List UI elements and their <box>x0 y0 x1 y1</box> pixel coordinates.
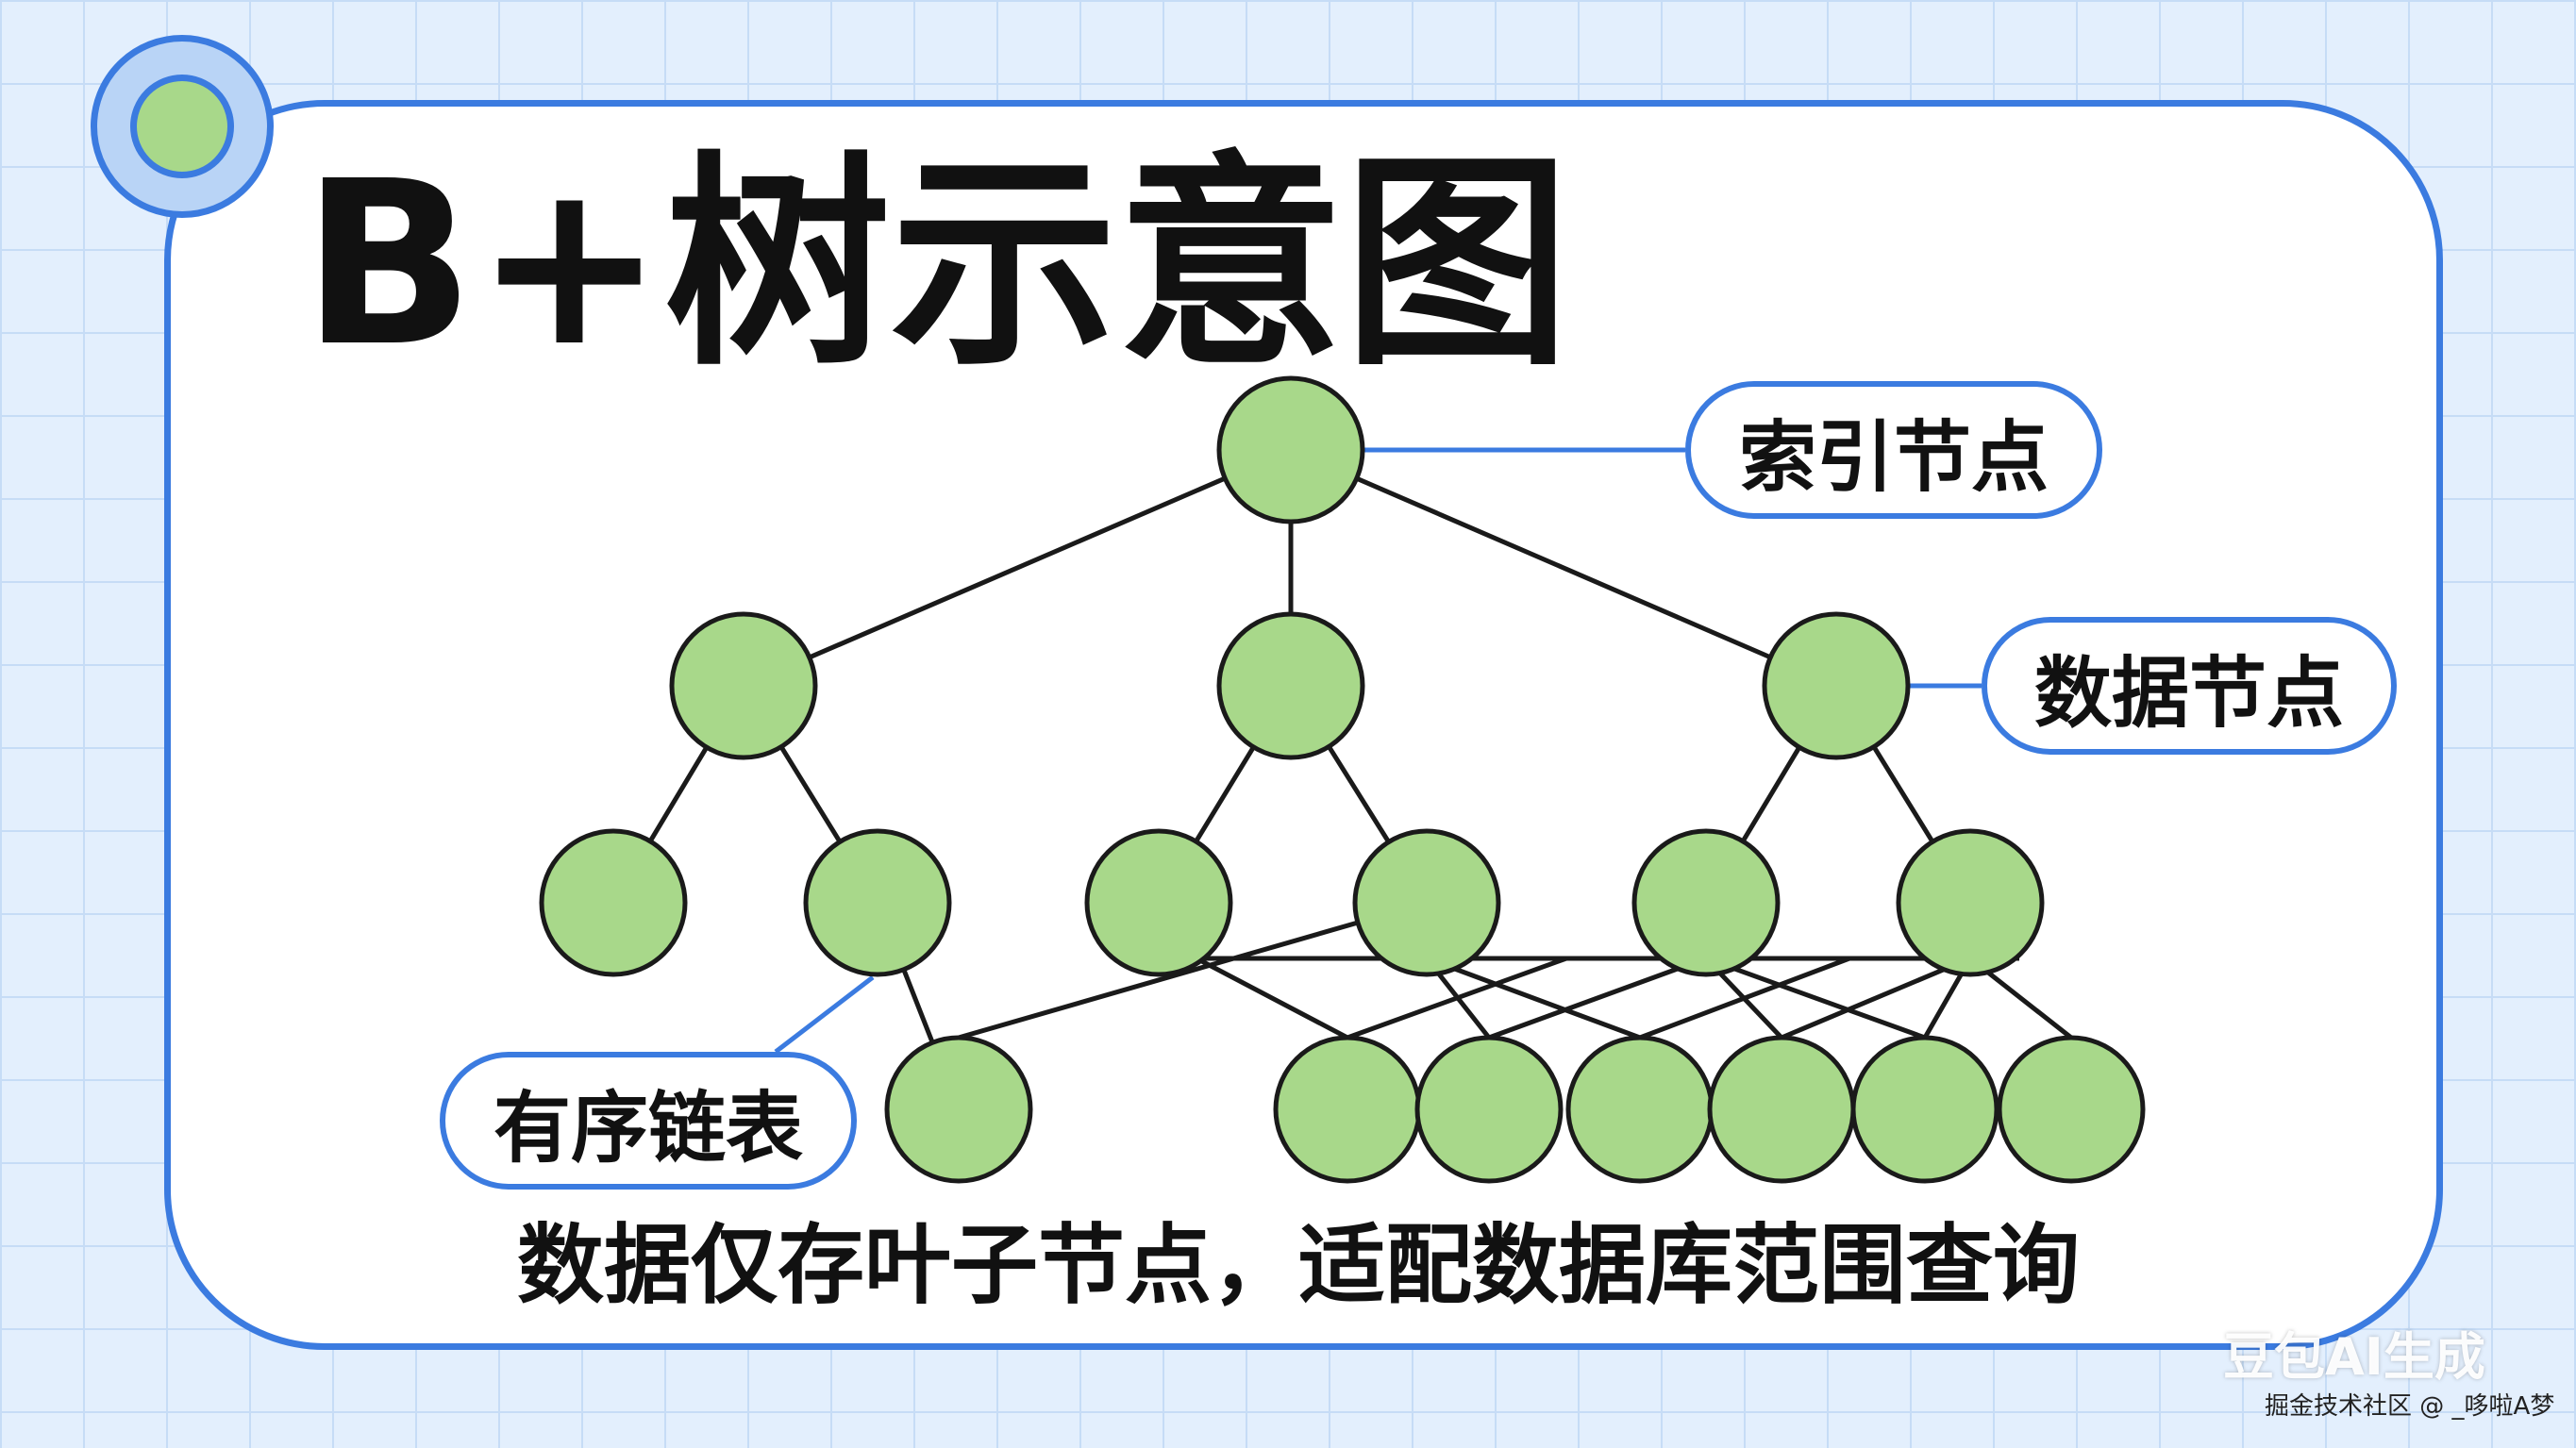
level2-node <box>539 828 688 977</box>
leaf-node <box>1414 1035 1564 1184</box>
tree-nodes <box>539 375 2146 1184</box>
level2-node <box>1896 828 2045 977</box>
label-ordered-list: 有序链表 <box>440 1052 857 1190</box>
level2-node <box>803 828 952 977</box>
edge <box>743 447 1292 689</box>
leaf-node <box>1273 1035 1422 1184</box>
edge <box>1290 447 1837 689</box>
watermark-brand: 豆包AI生成 <box>2223 1327 2485 1387</box>
annotation-connectors <box>774 447 1982 1054</box>
root-index-node <box>1216 375 1365 524</box>
edge <box>1639 956 1850 1040</box>
level1-node <box>669 611 818 760</box>
level1-node <box>1216 611 1365 760</box>
leaf-node <box>1850 1035 1999 1184</box>
leaf-node <box>1565 1035 1715 1184</box>
diagram-caption: 数据仅存叶子节点，适配数据库范围查询 <box>517 1215 2081 1316</box>
level2-node <box>1631 828 1781 977</box>
edge <box>1781 956 1971 1040</box>
connector-ordered-list <box>774 975 875 1054</box>
level1-node <box>1762 611 1911 760</box>
leaf-node <box>884 1035 1033 1184</box>
edge <box>1195 956 1349 1040</box>
label-index-node: 索引节点 <box>1685 381 2102 519</box>
label-data-node: 数据节点 <box>1982 617 2397 755</box>
decorative-dot-inner-icon <box>130 75 234 178</box>
watermark-credit: 掘金技术社区 @ _哆啦A梦 <box>2265 1392 2555 1421</box>
level2-node <box>1084 828 1233 977</box>
edge <box>1426 956 1641 1040</box>
leaf-node <box>1997 1035 2146 1184</box>
diagram-title: B+树示意图 <box>302 132 1571 396</box>
edge <box>1347 956 1567 1040</box>
edge <box>958 900 1428 1040</box>
edge <box>1488 956 1707 1040</box>
leaf-node <box>1707 1035 1856 1184</box>
edge <box>1705 956 1926 1040</box>
level2-node <box>1352 828 1501 977</box>
